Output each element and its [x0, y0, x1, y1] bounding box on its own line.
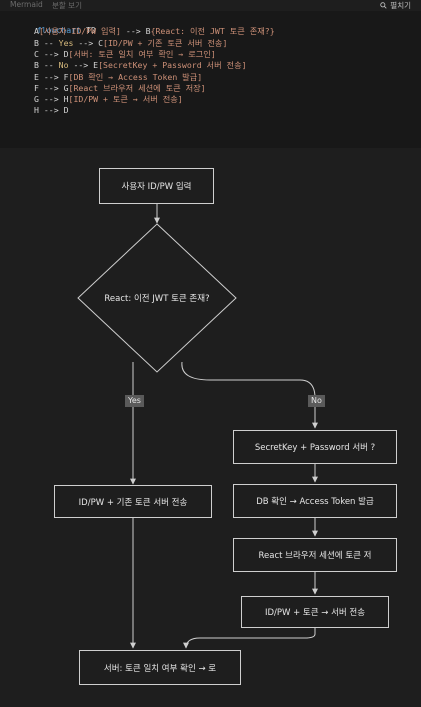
code-token: -->: [68, 60, 94, 71]
code-line-3: C --> D[서버: 토큰 일치 여부 확인 → 로그인]: [34, 49, 216, 59]
code-line-5: E --> F[DB 확인 → Access Token 발급]: [34, 72, 202, 82]
code-token: E: [93, 60, 99, 71]
node-a-label: 사용자 ID/PW 입력: [121, 182, 192, 192]
code-token: [SecretKey + Password 서버 전송]: [98, 60, 247, 71]
code-token: -->: [38, 94, 64, 105]
tab-mermaid[interactable]: Mermaid: [10, 0, 43, 9]
flowchart-edges: [77, 204, 318, 649]
node-c: ID/PW + 기존 토큰 서버 전송: [54, 485, 212, 518]
code-token: -->: [38, 82, 64, 93]
code-token: C: [34, 48, 39, 59]
code-token: B: [145, 26, 151, 37]
edge-label-no: No: [308, 395, 325, 407]
code-token: F: [34, 82, 39, 93]
node-g-label: React 브라우저 세션에 토큰 저: [258, 551, 372, 561]
code-token: --: [38, 60, 59, 71]
code-line-6: F --> G[React 브라우저 세션에 토큰 저장]: [34, 83, 206, 93]
code-token: [DB 확인 → Access Token 발급]: [68, 71, 203, 82]
code-token: F: [63, 71, 69, 82]
code-token: --: [38, 37, 59, 48]
editor-toolbar: Mermaid 분할 보기 펼치기: [0, 0, 421, 11]
flowchart-preview: 사용자 ID/PW 입력 React: 이전 JWT 토큰 존재? Yes No…: [0, 148, 421, 707]
expand-label: 펼치기: [390, 1, 411, 10]
code-line-4: B -- No --> E[SecretKey + Password 서버 전송…: [34, 60, 247, 70]
code-token: G: [63, 82, 69, 93]
node-f: DB 확인 → Access Token 발급: [233, 484, 397, 518]
code-token: {React: 이전 JWT 토큰 존재?}: [150, 26, 275, 37]
edge-b-e: [181, 361, 318, 429]
code-token: [서버: 토큰 일치 여부 확인 → 로그인]: [68, 48, 216, 59]
code-token: B: [34, 37, 39, 48]
code-token: B: [34, 60, 39, 71]
node-a: 사용자 ID/PW 입력: [99, 168, 214, 204]
node-f-label: DB 확인 → Access Token 발급: [256, 497, 374, 507]
search-icon: [380, 2, 387, 9]
code-token: -->: [38, 71, 64, 82]
code-line-2: B -- Yes --> C[ID/PW + 기존 토큰 서버 전송]: [34, 38, 227, 48]
node-d: 서버: 토큰 일치 여부 확인 → 로: [79, 650, 241, 685]
node-b: React: 이전 JWT 토큰 존재?: [78, 289, 236, 307]
code-token: H: [34, 105, 39, 116]
node-e: SecretKey + Password 서버 ?: [233, 430, 397, 464]
code-line-1: A[사용자 ID/PW 입력] --> B{React: 이전 JWT 토큰 존…: [34, 26, 275, 36]
node-c-label: ID/PW + 기존 토큰 서버 전송: [78, 497, 188, 508]
code-line-0: flowchart TD: [17, 15, 96, 45]
edge-h-d: [183, 628, 316, 649]
node-d-label: 서버: 토큰 일치 여부 확인 → 로: [103, 663, 217, 674]
expand-button[interactable]: 펼치기: [380, 0, 411, 11]
code-line-8: H --> D: [34, 105, 69, 115]
tab-split-view[interactable]: 분할 보기: [52, 1, 82, 10]
code-token: -->: [38, 48, 64, 59]
code-token: [사용자 ID/PW 입력]: [38, 26, 121, 37]
code-token: Yes: [58, 37, 74, 48]
code-token: D: [63, 105, 69, 116]
code-token: A: [34, 26, 39, 37]
code-keyword: flowchart: [36, 25, 82, 35]
code-token: E: [34, 71, 39, 82]
code-token: -->: [120, 26, 146, 37]
code-editor[interactable]: flowchart TD A[사용자 ID/PW 입력] --> B{React…: [0, 11, 421, 148]
node-h: ID/PW + 토큰 → 서버 전송: [241, 596, 389, 628]
decision-diamond: [77, 223, 237, 373]
code-token: [ID/PW + 토큰 → 서버 전송]: [68, 94, 183, 105]
code-token: [React 브라우저 세션에 토큰 저장]: [68, 82, 206, 93]
code-token: [ID/PW + 기존 토큰 서버 전송]: [103, 37, 228, 48]
node-g: React 브라우저 세션에 토큰 저: [233, 538, 397, 572]
node-b-label: React: 이전 JWT 토큰 존재?: [104, 294, 210, 304]
node-h-label: ID/PW + 토큰 → 서버 전송: [264, 608, 366, 618]
code-direction: TD: [81, 25, 96, 35]
code-token: No: [58, 60, 69, 71]
code-token: C: [98, 37, 104, 48]
code-token: -->: [38, 105, 64, 116]
code-token: D: [63, 48, 69, 59]
code-token: -->: [73, 37, 99, 48]
node-e-label: SecretKey + Password 서버 ?: [254, 443, 376, 453]
code-token: H: [63, 94, 69, 105]
edge-label-yes: Yes: [125, 395, 144, 407]
code-line-7: G --> H[ID/PW + 토큰 → 서버 전송]: [34, 94, 183, 104]
code-token: G: [34, 94, 39, 105]
